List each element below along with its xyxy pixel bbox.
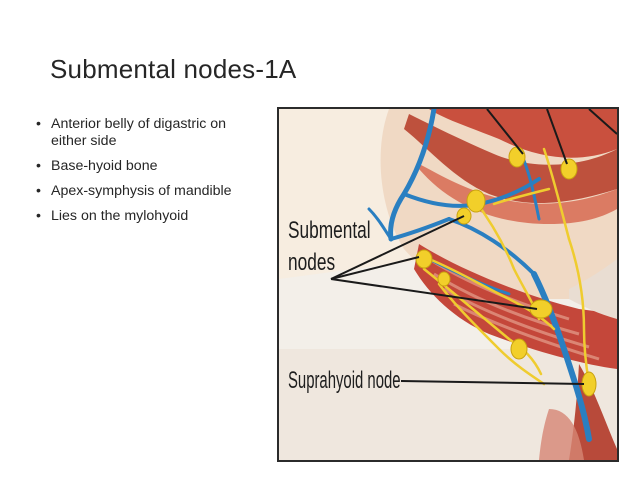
- bullet-text: Lies on the mylohyoid: [51, 208, 189, 224]
- bullet-text: Base-hyoid bone: [51, 158, 158, 174]
- bullet-item: • Base-hyoid bone: [36, 158, 261, 175]
- bullet-dot-icon: •: [36, 158, 41, 174]
- submental-label-line1: Submental: [288, 217, 371, 244]
- bullet-dot-icon: •: [36, 116, 41, 132]
- bullet-list: • Anterior belly of digastric on either s…: [36, 116, 261, 233]
- slide-title: Submental nodes-1A: [50, 54, 297, 84]
- bullet-dot-icon: •: [36, 208, 41, 224]
- suprahyoid-node-label: Suprahyoid node: [288, 367, 401, 394]
- anatomy-illustration: Submental nodes Suprahyoid node: [277, 107, 619, 462]
- anatomy-drawing: [279, 109, 617, 460]
- bullet-item: • Anterior belly of digastric on either s…: [36, 116, 261, 150]
- bullet-item: • Lies on the mylohyoid: [36, 208, 261, 225]
- bullet-text: Anterior belly of digastric on either si…: [51, 116, 227, 149]
- bullet-dot-icon: •: [36, 183, 41, 199]
- bullet-text: Apex-symphysis of mandible: [51, 183, 232, 199]
- submental-label-line2: nodes: [288, 249, 336, 276]
- bullet-item: • Apex-symphysis of mandible: [36, 183, 261, 200]
